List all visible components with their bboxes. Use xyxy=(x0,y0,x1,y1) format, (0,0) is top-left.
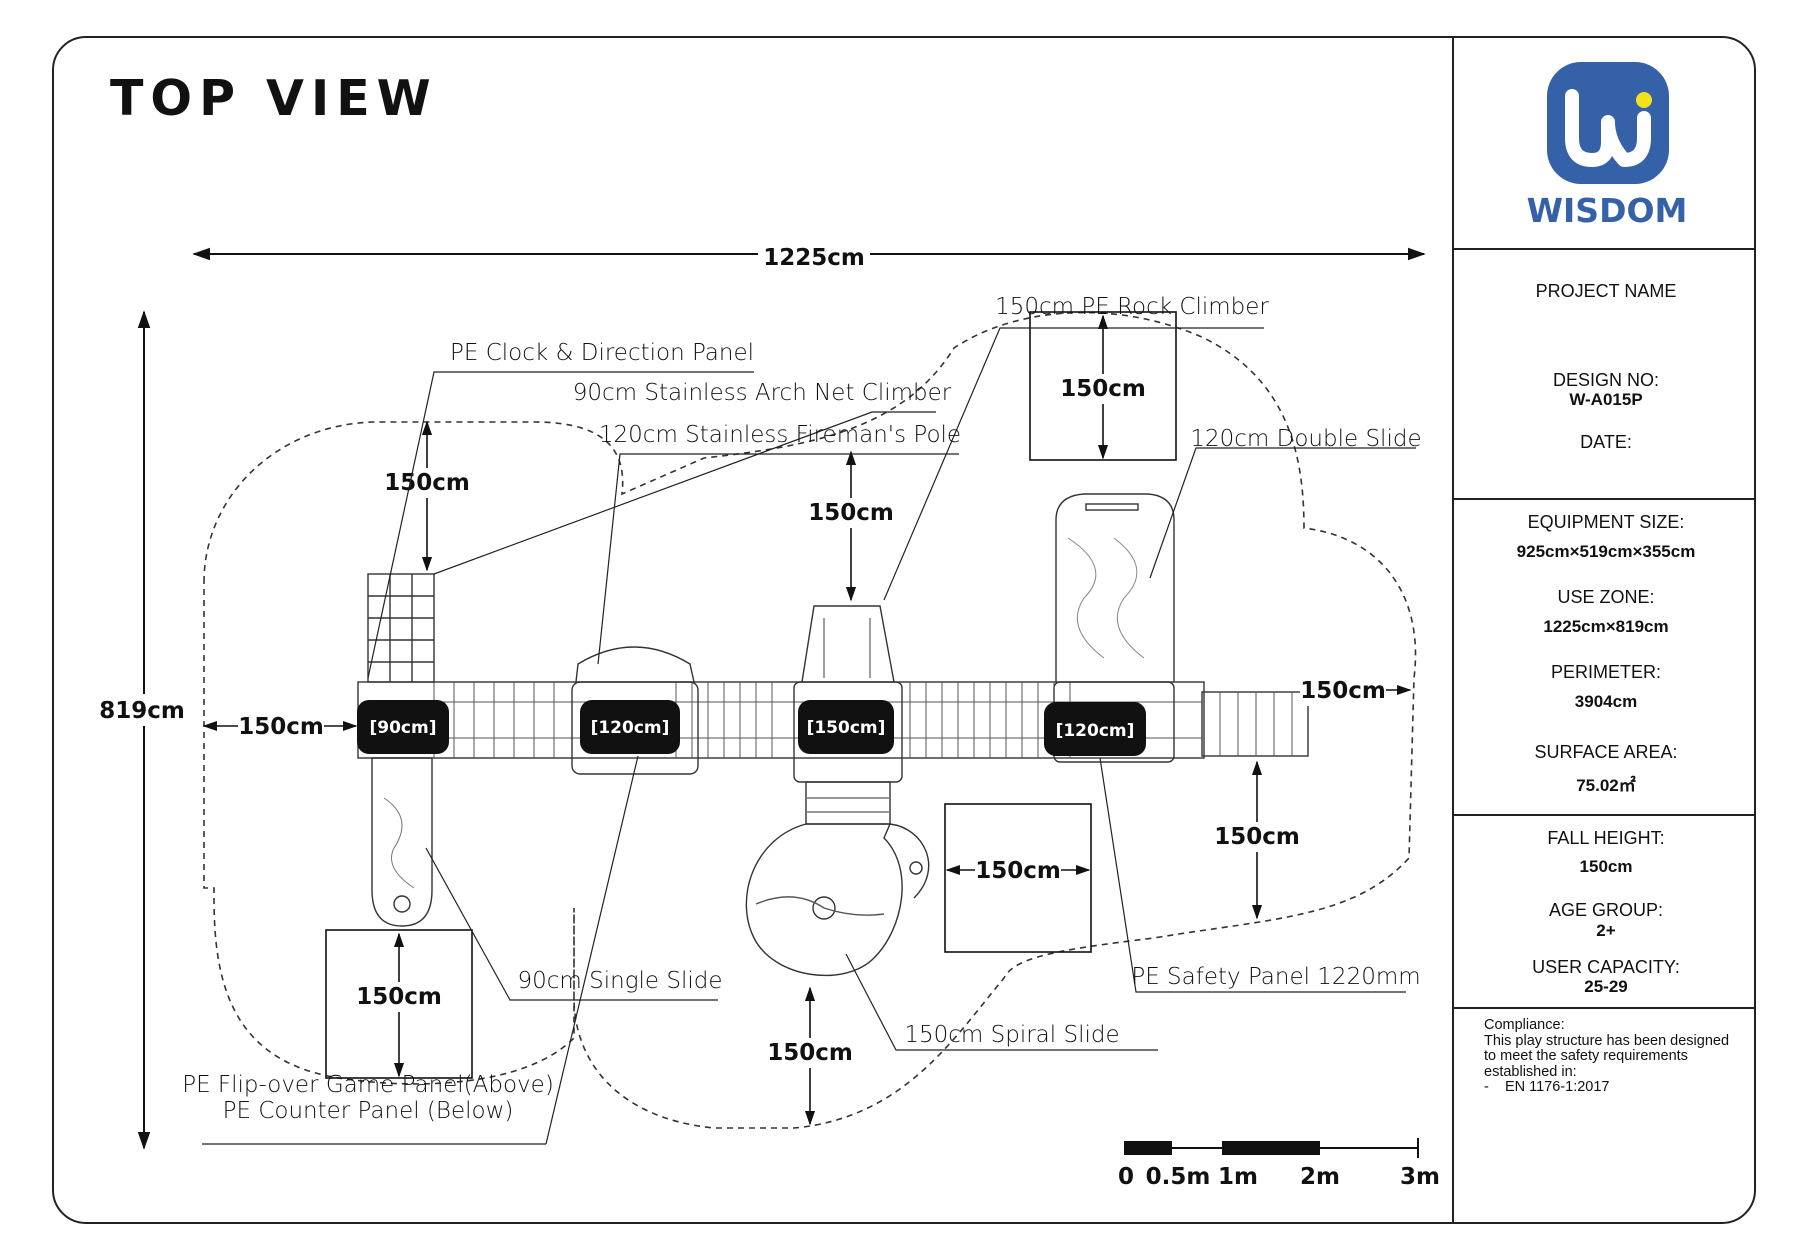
title-block-divider xyxy=(1454,498,1754,500)
scale-tick: 0 xyxy=(1118,1164,1134,1190)
clearance-dimension: 150cm xyxy=(1300,678,1386,704)
compliance-line: - EN 1176-1:2017 xyxy=(1484,1079,1610,1095)
spiral-slide xyxy=(745,823,930,977)
title-block-divider xyxy=(1454,248,1754,250)
perimeter-value: 3904cm xyxy=(1574,692,1638,711)
label-arch-net: 90cm Stainless Arch Net Climber xyxy=(573,380,952,406)
single-slide xyxy=(371,757,433,927)
fall-height-label: FALL HEIGHT: xyxy=(1547,828,1665,848)
compliance-line: established in: xyxy=(1484,1063,1577,1080)
single-slide-zone xyxy=(325,929,473,1079)
clearance-dimension: 150cm xyxy=(1214,824,1300,850)
label-double-slide: 120cm Double Slide xyxy=(1190,426,1421,452)
compliance-note: Compliance: This play structure has been… xyxy=(1484,1017,1746,1096)
wisdom-logo: WISDOM xyxy=(1527,62,1688,230)
user-capacity-value: 25-29 xyxy=(1584,977,1628,996)
deck-badge xyxy=(580,700,680,754)
use-zone-label: USE ZONE: xyxy=(1557,587,1655,607)
label-spiral-slide: 150cm Spiral Slide xyxy=(904,1022,1119,1048)
logo-dot xyxy=(1636,92,1652,108)
deck-label: [150cm] xyxy=(807,718,886,738)
equipment-size-value: 925cm×519cm×355cm xyxy=(1516,542,1696,561)
height-dimension-mask xyxy=(84,694,200,726)
deck-label: [120cm] xyxy=(1056,721,1135,741)
date-label: DATE: xyxy=(1580,432,1632,452)
age-group-label: AGE GROUP: xyxy=(1548,900,1664,920)
label-counter-panel: PE Counter Panel (Below) xyxy=(223,1098,514,1124)
clearance-dimension: 150cm xyxy=(808,500,894,526)
label-clock-panel: PE Clock & Direction Panel xyxy=(450,340,754,366)
arch-net-climber xyxy=(367,573,435,683)
clearance-dimension: 150cm xyxy=(1060,376,1146,402)
leader-lines xyxy=(202,327,1416,1145)
top-view-drawing: 1225cm 819cm xyxy=(84,238,1440,1190)
perimeter-label: PERIMETER: xyxy=(1550,662,1661,682)
scale-tick: 1m xyxy=(1218,1164,1258,1190)
project-name-label: PROJECT NAME xyxy=(1535,281,1677,301)
surface-area-value: 75.02㎡ xyxy=(1576,776,1636,795)
label-flip-panel: PE Flip-over Game Panel(Above) xyxy=(182,1072,554,1098)
height-dimension-label: 819cm xyxy=(99,698,185,724)
deck-badge xyxy=(798,700,894,754)
deck-labels: [90cm] [120cm] [150cm] [120cm] xyxy=(357,700,1146,756)
clearance-dimension-labels: 150cm 150cm 150cm 150cm 150cm 150cm 150c… xyxy=(238,374,1386,1068)
page-title: TOP VIEW xyxy=(110,70,438,127)
surface-area-label: SURFACE AREA: xyxy=(1534,742,1678,762)
deck-label: [90cm] xyxy=(370,718,437,738)
logo-letter-mark xyxy=(1565,89,1651,167)
deck-badge xyxy=(357,700,449,754)
width-dimension-mask xyxy=(758,238,870,270)
user-capacity-label: USER CAPACITY: xyxy=(1532,957,1680,977)
clearance-dimension: 150cm xyxy=(767,1040,853,1066)
label-rock-climber: 150cm PE Rock Climber xyxy=(995,294,1269,320)
deck-badge xyxy=(1044,702,1146,756)
title-block: WISDOM PROJECT NAME DESIGN NO: W-A015P D… xyxy=(1452,38,1754,1222)
compliance-line: This play structure has been designed xyxy=(1484,1032,1730,1049)
clearance-dimension: 150cm xyxy=(975,858,1061,884)
fall-height-value: 150cm xyxy=(1579,857,1633,876)
title-block-divider xyxy=(1454,814,1754,816)
clearance-dimension: 150cm xyxy=(356,984,442,1010)
scale-tick: 3m xyxy=(1400,1164,1440,1190)
clearance-dimension: 150cm xyxy=(238,714,324,740)
clearance-zones xyxy=(325,311,1177,1079)
rock-climber-zone xyxy=(1029,311,1177,461)
component-labels: PE Clock & Direction Panel 90cm Stainles… xyxy=(182,294,1421,1124)
brand-name: WISDOM xyxy=(1527,191,1688,230)
fireman-pole-tower xyxy=(571,646,699,775)
scale-tick: 0.5m xyxy=(1146,1164,1211,1190)
label-safety-panel: PE Safety Panel 1220mm xyxy=(1131,964,1420,990)
compliance-line: to meet the safety requirements xyxy=(1484,1048,1688,1064)
clearance-dimension: 150cm xyxy=(384,470,470,496)
scale-tick: 2m xyxy=(1300,1164,1340,1190)
label-single-slide: 90cm Single Slide xyxy=(518,968,723,994)
compliance-title: Compliance: xyxy=(1484,1017,1565,1033)
label-fireman-pole: 120cm Stainless Fireman's Pole xyxy=(599,422,961,448)
design-no-value: W-A015P xyxy=(1569,390,1643,409)
design-no-label: DESIGN NO: xyxy=(1552,370,1659,390)
spiral-side-zone xyxy=(944,803,1092,953)
rock-climber-tower xyxy=(793,605,903,825)
scale-bar: 0 0.5m 1m 2m 3m xyxy=(1118,1138,1440,1190)
use-zone-value: 1225cm×819cm xyxy=(1543,617,1669,636)
equipment-size-label: EQUIPMENT SIZE: xyxy=(1527,512,1685,532)
deck-label: [120cm] xyxy=(591,718,670,738)
age-group-value: 2+ xyxy=(1596,921,1616,940)
width-dimension-label: 1225cm xyxy=(763,245,865,271)
drawing-sheet: TOP VIEW WISDOM PROJECT NAME DESIGN NO: … xyxy=(52,36,1756,1224)
title-block-divider xyxy=(1454,1007,1754,1009)
